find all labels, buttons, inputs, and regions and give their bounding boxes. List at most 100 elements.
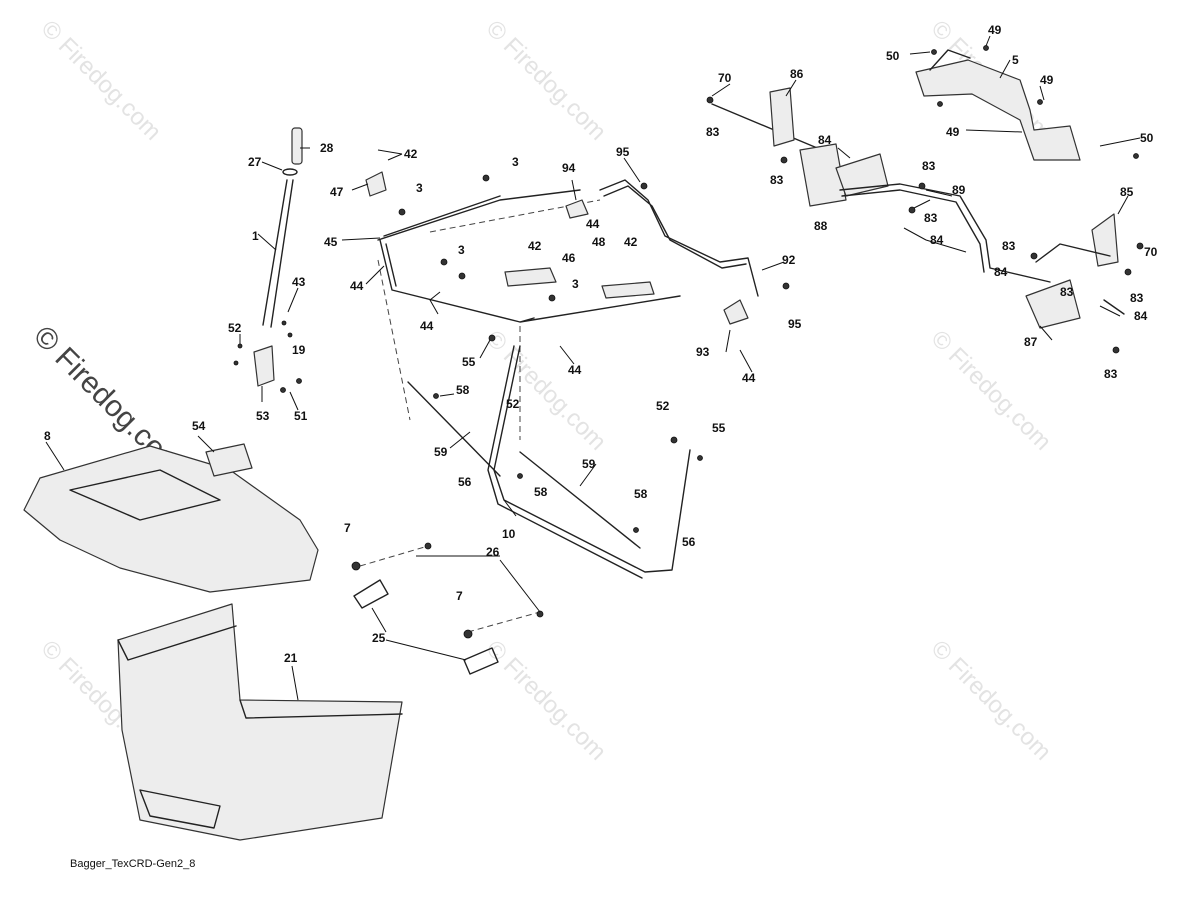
callout-7: 7 bbox=[456, 589, 463, 603]
callout-94: 94 bbox=[562, 161, 576, 175]
callout-59: 59 bbox=[434, 445, 448, 459]
callout-44: 44 bbox=[420, 319, 434, 333]
watermark: © Firedog.com bbox=[481, 325, 612, 456]
callout-58: 58 bbox=[634, 487, 648, 501]
lid-8 bbox=[23, 445, 319, 593]
callout-42: 42 bbox=[624, 235, 638, 249]
bracket-85 bbox=[1091, 213, 1119, 267]
watermark: © Firedog.com bbox=[481, 15, 612, 146]
upper-frame bbox=[365, 171, 790, 440]
callout-53: 53 bbox=[256, 409, 270, 423]
bracket-5 bbox=[915, 59, 1081, 161]
latch-25a bbox=[353, 579, 389, 609]
watermark: © Firedog.com bbox=[36, 15, 167, 146]
callout-83: 83 bbox=[1002, 239, 1016, 253]
handle-54 bbox=[205, 443, 253, 477]
callout-5: 5 bbox=[1012, 53, 1019, 67]
callout-54: 54 bbox=[192, 419, 206, 433]
callout-52: 52 bbox=[228, 321, 242, 335]
callout-52: 52 bbox=[506, 397, 520, 411]
callout-88: 88 bbox=[814, 219, 828, 233]
callout-48: 48 bbox=[592, 235, 606, 249]
callout-84: 84 bbox=[994, 265, 1008, 279]
callout-labels: 28 27 1 43 52 19 53 51 42 47 3 3 45 44 3… bbox=[44, 23, 1158, 665]
callout-58: 58 bbox=[534, 485, 548, 499]
callout-25: 25 bbox=[372, 631, 386, 645]
mount-assembly bbox=[706, 87, 1144, 354]
latch-parts bbox=[351, 542, 544, 675]
callout-55: 55 bbox=[462, 355, 476, 369]
bracket-47 bbox=[365, 171, 387, 197]
rod-59b bbox=[519, 451, 641, 549]
clamp-94 bbox=[565, 199, 589, 219]
callout-50: 50 bbox=[1140, 131, 1154, 145]
callout-3: 3 bbox=[416, 181, 423, 195]
callout-52: 52 bbox=[656, 399, 670, 413]
frame-45 bbox=[377, 189, 681, 323]
callout-86: 86 bbox=[790, 67, 804, 81]
callout-46: 46 bbox=[562, 251, 576, 265]
callout-83: 83 bbox=[924, 211, 938, 225]
callout-56: 56 bbox=[682, 535, 696, 549]
callout-95: 95 bbox=[788, 317, 802, 331]
bagger-bag bbox=[117, 603, 403, 841]
bag-21 bbox=[117, 603, 403, 841]
plate-48 bbox=[601, 281, 655, 299]
callout-83: 83 bbox=[1060, 285, 1074, 299]
handle-assembly bbox=[233, 127, 303, 393]
callout-3: 3 bbox=[512, 155, 519, 169]
callout-42: 42 bbox=[528, 239, 542, 253]
bracket-86 bbox=[769, 87, 795, 147]
callout-59: 59 bbox=[582, 457, 596, 471]
callout-93: 93 bbox=[696, 345, 710, 359]
plate-84 bbox=[835, 153, 889, 197]
plate-46 bbox=[504, 267, 557, 287]
callout-70: 70 bbox=[718, 71, 732, 85]
watermark: © Firedog.com bbox=[481, 635, 612, 766]
callout-43: 43 bbox=[292, 275, 306, 289]
callout-49: 49 bbox=[988, 23, 1002, 37]
callout-26: 26 bbox=[486, 545, 500, 559]
callout-47: 47 bbox=[330, 185, 344, 199]
callout-3: 3 bbox=[458, 243, 465, 257]
callout-7: 7 bbox=[344, 521, 351, 535]
callout-44: 44 bbox=[742, 371, 756, 385]
grip-28 bbox=[291, 127, 303, 165]
callout-27: 27 bbox=[248, 155, 262, 169]
bracket-53 bbox=[253, 345, 275, 387]
bolt-84 bbox=[1103, 299, 1125, 315]
callout-8: 8 bbox=[44, 429, 51, 443]
callout-21: 21 bbox=[284, 651, 298, 665]
callout-83: 83 bbox=[922, 159, 936, 173]
callout-84: 84 bbox=[1134, 309, 1148, 323]
callout-10: 10 bbox=[502, 527, 516, 541]
callout-87: 87 bbox=[1024, 335, 1038, 349]
callout-45: 45 bbox=[324, 235, 338, 249]
callout-55: 55 bbox=[712, 421, 726, 435]
callout-83: 83 bbox=[770, 173, 784, 187]
callout-49: 49 bbox=[946, 125, 960, 139]
callout-84: 84 bbox=[930, 233, 944, 247]
callout-83: 83 bbox=[1130, 291, 1144, 305]
lower-frame bbox=[407, 345, 703, 579]
callout-3: 3 bbox=[572, 277, 579, 291]
callout-85: 85 bbox=[1120, 185, 1134, 199]
plate-87 bbox=[1025, 279, 1081, 329]
clamp-93 bbox=[723, 299, 749, 325]
callout-83: 83 bbox=[1104, 367, 1118, 381]
diagram-reference-code: Bagger_TexCRD-Gen2_8 bbox=[70, 858, 196, 870]
callout-44: 44 bbox=[350, 279, 364, 293]
callout-56: 56 bbox=[458, 475, 472, 489]
callout-70: 70 bbox=[1144, 245, 1158, 259]
rod-1 bbox=[262, 179, 294, 328]
callout-44: 44 bbox=[568, 363, 582, 377]
callout-84: 84 bbox=[818, 133, 832, 147]
rod-59a bbox=[407, 381, 501, 477]
callout-49: 49 bbox=[1040, 73, 1054, 87]
rod-89 bbox=[839, 183, 1051, 283]
watermark: © Firedog.com bbox=[926, 635, 1057, 766]
leader-lines bbox=[45, 35, 1141, 701]
rod-83 bbox=[711, 103, 823, 151]
callout-83: 83 bbox=[706, 125, 720, 139]
